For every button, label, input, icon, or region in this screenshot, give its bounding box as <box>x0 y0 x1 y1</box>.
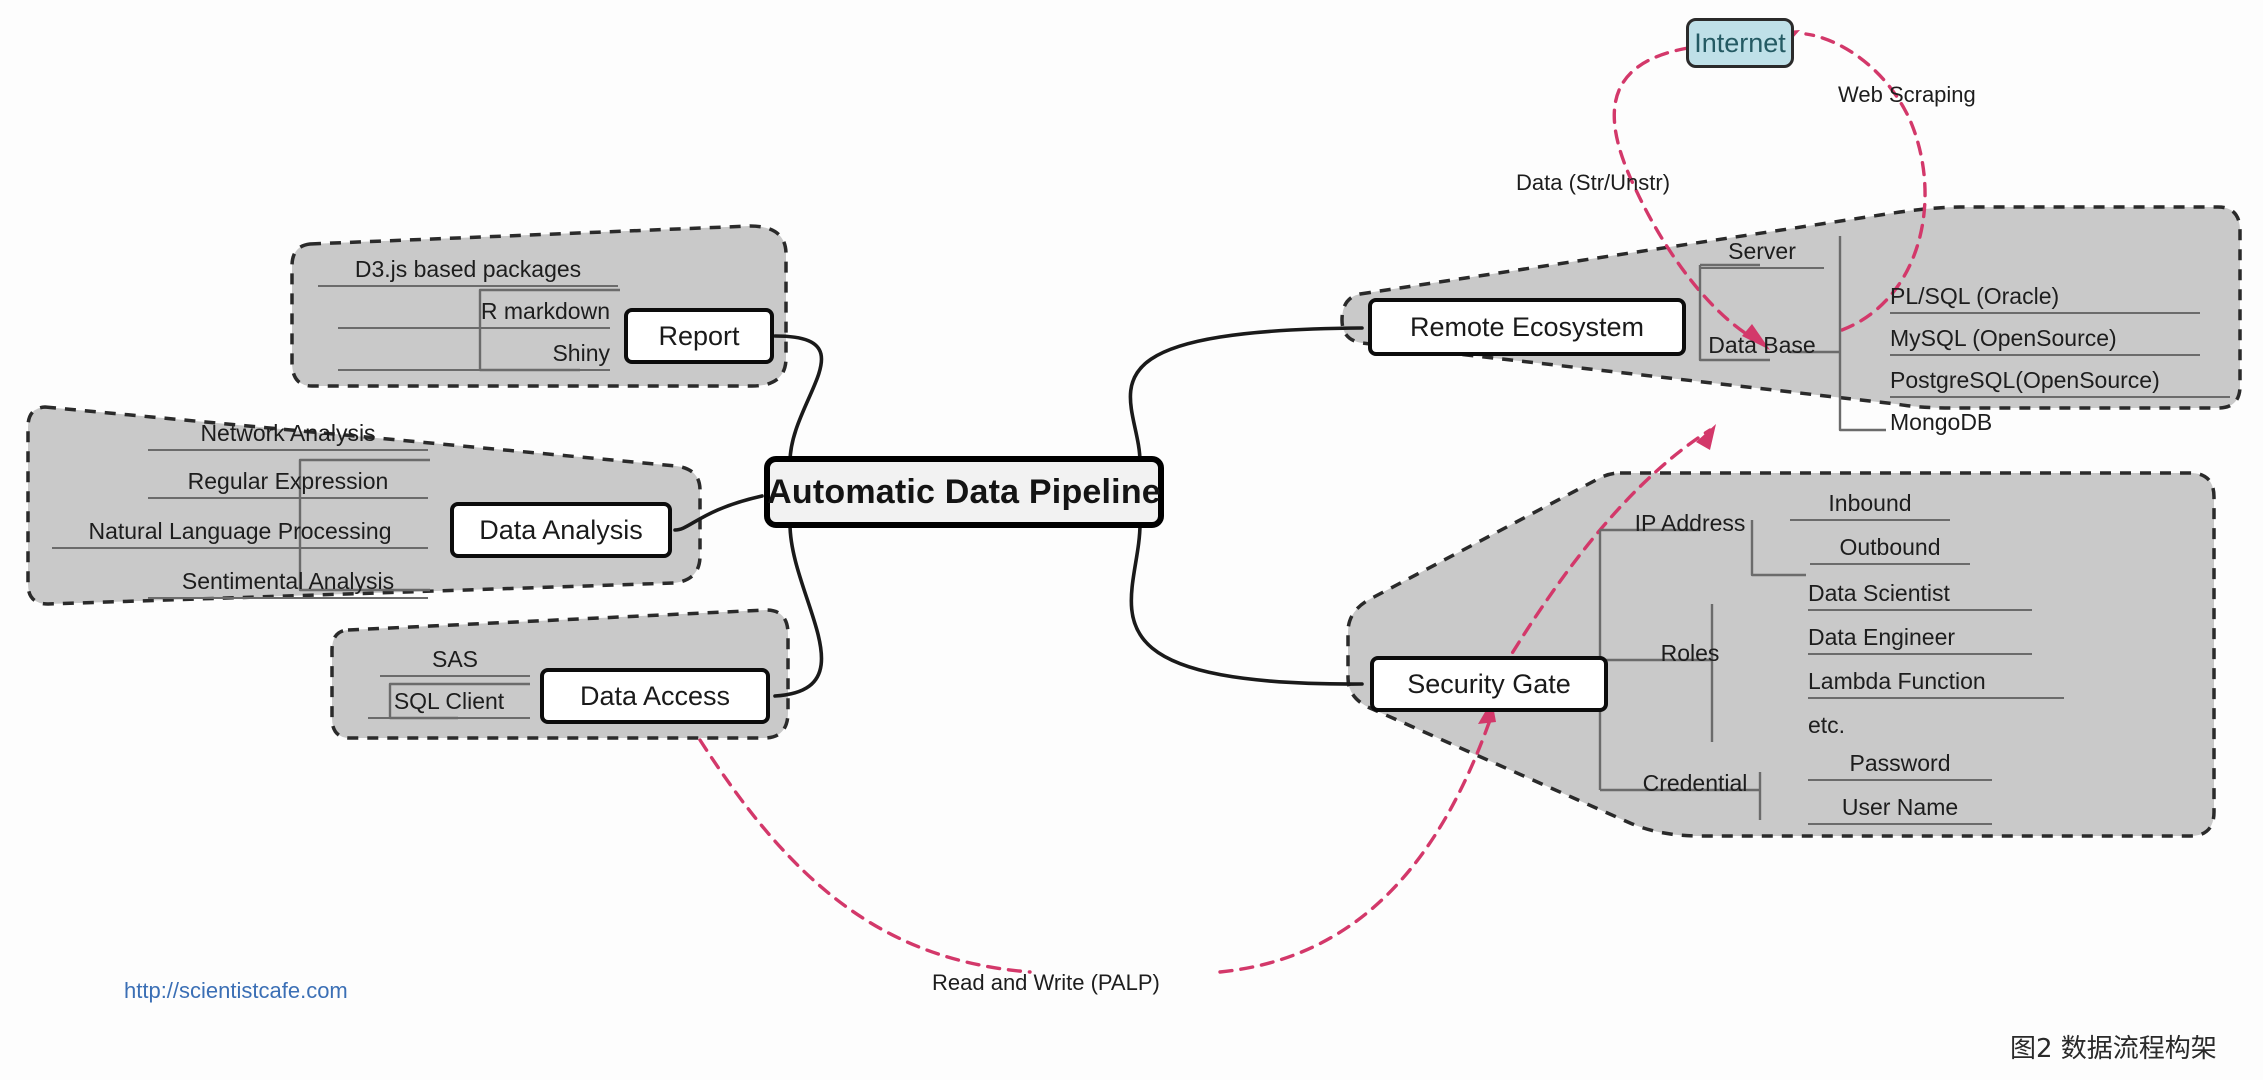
leaf-roles-1[interactable]: Data Engineer <box>1808 624 2032 655</box>
branch-label-data-analysis: Data Analysis <box>479 514 643 545</box>
leaf-ip-1[interactable]: Outbound <box>1810 534 1970 565</box>
center-node[interactable]: Automatic Data Pipeline <box>764 456 1164 528</box>
leaf-roles-3[interactable]: etc. <box>1808 712 1846 738</box>
leaf-remote-1[interactable]: Data Base <box>1708 332 1816 358</box>
link-center-security <box>1129 522 1364 686</box>
leaf-credential-1[interactable]: User Name <box>1808 794 1992 825</box>
branch-label-data-access: Data Access <box>579 680 731 711</box>
leaf-data-access-1[interactable]: SQL Client <box>368 688 530 719</box>
leaf-database-2[interactable]: PostgreSQL(OpenSource) <box>1890 367 2230 398</box>
leaf-data-analysis-2[interactable]: Natural Language Processing <box>52 518 428 549</box>
leaf-report-2[interactable]: Shiny <box>338 340 610 371</box>
leaf-report-1[interactable]: R markdown <box>338 298 610 329</box>
figure-caption: 图2 数据流程构架 <box>2010 1034 2217 1064</box>
leaf-roles-2[interactable]: Lambda Function <box>1808 668 2064 699</box>
leaf-database-1[interactable]: MySQL (OpenSource) <box>1890 325 2200 356</box>
leaf-database-0[interactable]: PL/SQL (Oracle) <box>1890 283 2200 314</box>
arrow-read-write <box>698 738 1032 974</box>
annotation-data-str-unstr: Data (Str/Unstr) <box>1516 170 1671 195</box>
source-url[interactable]: http://scientistcafe.com <box>124 978 348 1003</box>
branch-node-data-access[interactable]: Data Access <box>540 668 770 724</box>
leaf-remote-0[interactable]: Server <box>1700 238 1824 269</box>
link-center-data-analysis <box>673 494 764 532</box>
arrowhead-remote <box>1696 424 1716 450</box>
leaf-ip-0[interactable]: Inbound <box>1790 490 1950 521</box>
leaf-credential-0[interactable]: Password <box>1808 750 1992 781</box>
leaf-data-analysis-3[interactable]: Sentimental Analysis <box>148 568 428 599</box>
link-center-data-access <box>773 522 824 698</box>
annotation-read-write: Read and Write (PALP) <box>932 970 1160 995</box>
branch-node-report[interactable]: Report <box>624 308 774 364</box>
arrow-read-write-2 <box>1218 718 1492 974</box>
leaf-security-1[interactable]: Roles <box>1660 640 1720 666</box>
internet-node-label: Internet <box>1694 27 1786 58</box>
link-center-report <box>773 334 824 464</box>
branch-label-remote-ecosystem: Remote Ecosystem <box>1409 311 1645 342</box>
hull-security-gate <box>1346 471 2216 838</box>
branch-node-data-analysis[interactable]: Data Analysis <box>450 502 672 558</box>
leaf-data-analysis-0[interactable]: Network Analysis <box>148 420 428 451</box>
leaf-security-0[interactable]: IP Address <box>1634 510 1746 536</box>
leaf-report-0[interactable]: D3.js based packages <box>318 256 618 287</box>
leaf-security-2[interactable]: Credential <box>1642 770 1748 796</box>
leaf-roles-0[interactable]: Data Scientist <box>1808 580 2032 611</box>
internet-node[interactable]: Internet <box>1686 18 1794 68</box>
leaf-database-3[interactable]: MongoDB <box>1890 409 1993 435</box>
branch-label-security-gate: Security Gate <box>1407 668 1571 699</box>
branch-label-report: Report <box>658 320 740 351</box>
branch-node-security-gate[interactable]: Security Gate <box>1370 656 1608 712</box>
leaf-data-analysis-1[interactable]: Regular Expression <box>148 468 428 499</box>
annotation-web-scraping: Web Scraping <box>1838 82 1976 107</box>
rail-db-list <box>1838 236 1886 432</box>
center-node-label: Automatic Data Pipeline <box>767 472 1161 511</box>
link-center-remote <box>1128 326 1364 464</box>
leaf-data-access-0[interactable]: SAS <box>380 646 530 677</box>
branch-node-remote-ecosystem[interactable]: Remote Ecosystem <box>1368 298 1686 356</box>
